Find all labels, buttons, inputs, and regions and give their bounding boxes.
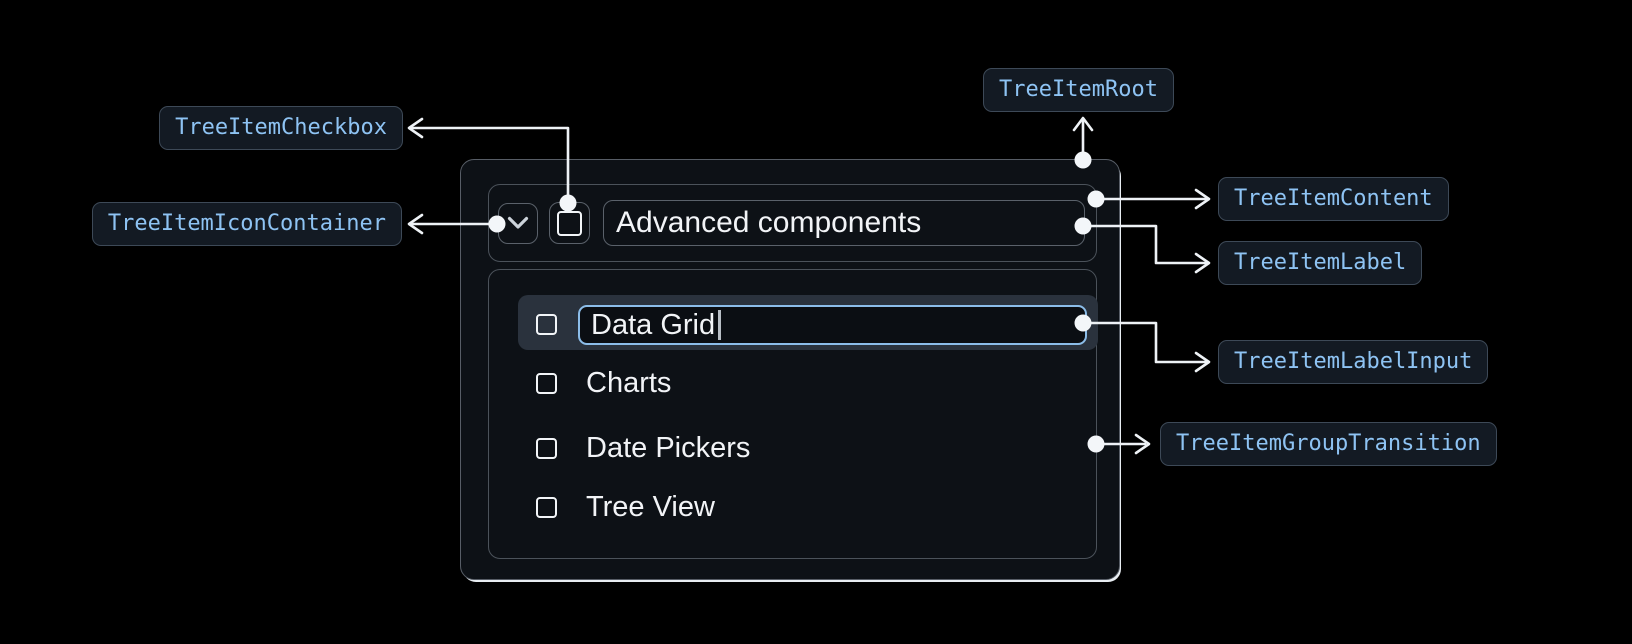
badge-tree-item-checkbox: TreeItemCheckbox <box>159 106 403 151</box>
chevron-down-icon <box>507 216 529 229</box>
badge-tree-item-root: TreeItemRoot <box>983 68 1174 113</box>
tree-item-content[interactable]: Advanced components <box>488 184 1097 262</box>
label-input-value: Data Grid <box>591 308 716 341</box>
checkbox-unchecked-icon[interactable] <box>536 437 557 459</box>
text-caret <box>718 310 721 340</box>
badge-tree-item-icon-container: TreeItemIconContainer <box>91 202 402 247</box>
tree-row-label: Tree View <box>586 490 715 523</box>
checkbox-unchecked-icon <box>557 210 582 236</box>
checkbox-unchecked-icon[interactable] <box>536 496 557 518</box>
parent-item-label: Advanced components <box>616 206 922 239</box>
tree-row-label: Charts <box>586 366 672 399</box>
tree-item-label: Advanced components <box>603 200 1085 246</box>
badge-tree-item-label-input: TreeItemLabelInput <box>1218 340 1489 385</box>
tree-row-tree-view[interactable]: Tree View <box>536 484 715 530</box>
tree-row-charts[interactable]: Charts <box>536 360 671 406</box>
checkbox-unchecked-icon[interactable] <box>536 314 557 335</box>
tree-item-label-input[interactable]: Data Grid <box>578 305 1087 345</box>
badge-tree-item-group-transition: TreeItemGroupTransition <box>1160 422 1497 467</box>
tree-item-group-transition: Data Grid Charts Date Pickers Tree View <box>488 269 1098 559</box>
badge-tree-item-content: TreeItemContent <box>1218 177 1449 222</box>
checkbox-unchecked-icon[interactable] <box>536 372 557 394</box>
tree-item-root: Advanced components Data Grid Charts Dat… <box>460 159 1120 580</box>
tree-item-checkbox[interactable] <box>549 202 590 244</box>
tree-row-data-grid[interactable]: Data Grid <box>518 295 1098 350</box>
tree-row-date-pickers[interactable]: Date Pickers <box>536 425 750 471</box>
tree-row-label: Date Pickers <box>586 431 751 464</box>
badge-tree-item-label: TreeItemLabel <box>1218 241 1423 286</box>
expand-collapse-button[interactable] <box>498 202 538 244</box>
